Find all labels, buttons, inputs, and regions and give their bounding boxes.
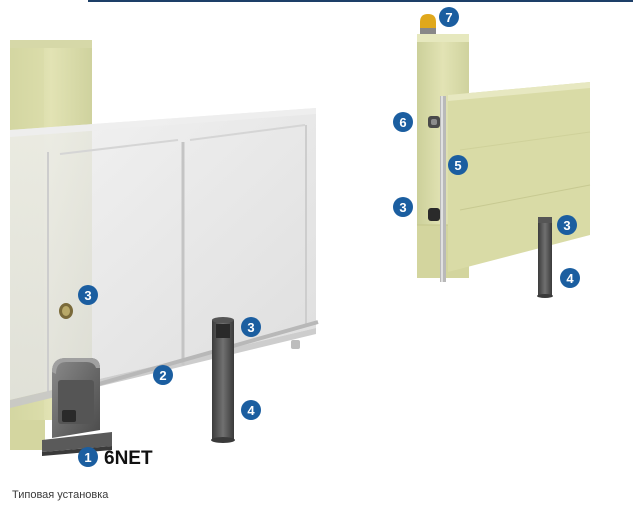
callout-photocell-left-wall: 3 <box>78 285 98 305</box>
svg-text:4: 4 <box>566 271 574 286</box>
callout-safety-edge: 5 <box>448 155 468 175</box>
callout-photocell-right-post: 3 <box>557 215 577 235</box>
right-gate-panel <box>448 82 591 272</box>
gate-installation-illustration: 1 6NET 2 3 3 4 7 6 5 <box>10 0 633 469</box>
figure-caption: Типовая установка <box>12 489 109 501</box>
callout-post-right: 4 <box>560 268 580 288</box>
key-selector-device <box>428 116 440 128</box>
callout-motor: 1 <box>78 447 98 467</box>
svg-text:5: 5 <box>454 158 461 173</box>
callout-rack: 2 <box>153 365 173 385</box>
photocell-left-wall <box>59 303 73 319</box>
svg-text:7: 7 <box>445 10 452 25</box>
callout-photocell-right-lower: 3 <box>393 197 413 217</box>
svg-text:2: 2 <box>159 368 166 383</box>
flashing-lamp-device <box>420 14 436 34</box>
callout-photocell-left-post: 3 <box>241 317 261 337</box>
svg-text:3: 3 <box>399 200 406 215</box>
photocell-post-right <box>537 217 553 298</box>
callout-flashing-lamp: 7 <box>439 7 459 27</box>
svg-text:1: 1 <box>84 450 91 465</box>
photocell-post-left <box>211 317 235 443</box>
callout-key-selector: 6 <box>393 112 413 132</box>
callout-post-left: 4 <box>241 400 261 420</box>
model-label: 6NET <box>104 448 153 469</box>
gate-wheel <box>291 340 300 349</box>
svg-text:3: 3 <box>563 218 570 233</box>
svg-text:3: 3 <box>247 320 254 335</box>
svg-text:4: 4 <box>247 403 255 418</box>
svg-text:3: 3 <box>84 288 91 303</box>
gear-rack <box>59 320 319 397</box>
svg-text:6: 6 <box>399 115 406 130</box>
gate-motor-unit <box>42 358 112 456</box>
photocell-right-post-device <box>428 208 440 221</box>
